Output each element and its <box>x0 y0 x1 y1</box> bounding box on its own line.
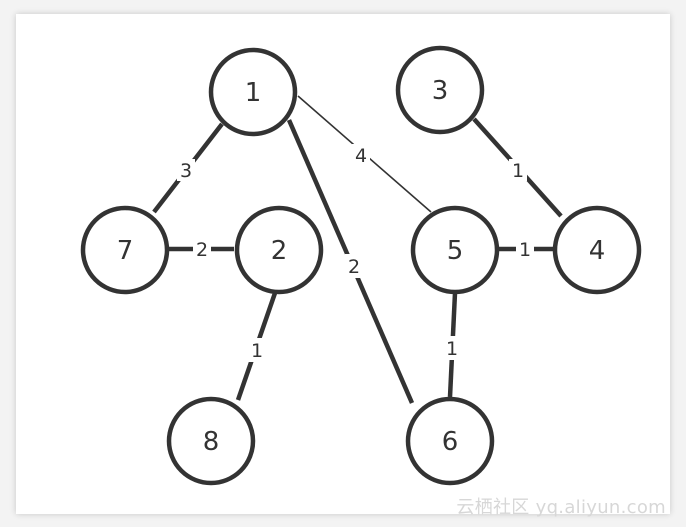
node-6: 6 <box>405 396 495 486</box>
node-4: 4 <box>552 205 642 295</box>
edges <box>152 95 563 404</box>
edge-label-3-4: 1 <box>512 160 524 182</box>
node-label-1: 1 <box>245 78 262 108</box>
edge-label-2-8: 1 <box>251 340 263 362</box>
edge-label-1-6: 2 <box>348 256 360 278</box>
watermark: 云栖社区 yq.aliyun.com <box>456 497 666 518</box>
node-8: 8 <box>166 396 256 486</box>
nodes: 1 3 7 2 5 4 8 6 <box>80 45 642 486</box>
node-label-6: 6 <box>442 427 459 457</box>
edge-label-5-4: 1 <box>519 239 531 261</box>
node-1: 1 <box>208 47 298 137</box>
edge-labels: 3 4 2 1 2 1 1 1 <box>177 144 534 362</box>
node-2: 2 <box>234 205 324 295</box>
node-label-8: 8 <box>203 427 220 457</box>
node-5: 5 <box>410 205 500 295</box>
node-label-7: 7 <box>117 236 134 266</box>
node-3: 3 <box>395 45 485 135</box>
node-label-4: 4 <box>589 236 606 266</box>
edge-label-7-2: 2 <box>196 239 208 261</box>
node-label-5: 5 <box>447 236 464 266</box>
edge-label-5-6: 1 <box>446 338 458 360</box>
edge-label-1-7: 3 <box>180 160 192 182</box>
node-label-2: 2 <box>271 236 288 266</box>
node-7: 7 <box>80 205 170 295</box>
edge-label-1-5: 4 <box>355 145 367 167</box>
node-label-3: 3 <box>432 76 449 106</box>
